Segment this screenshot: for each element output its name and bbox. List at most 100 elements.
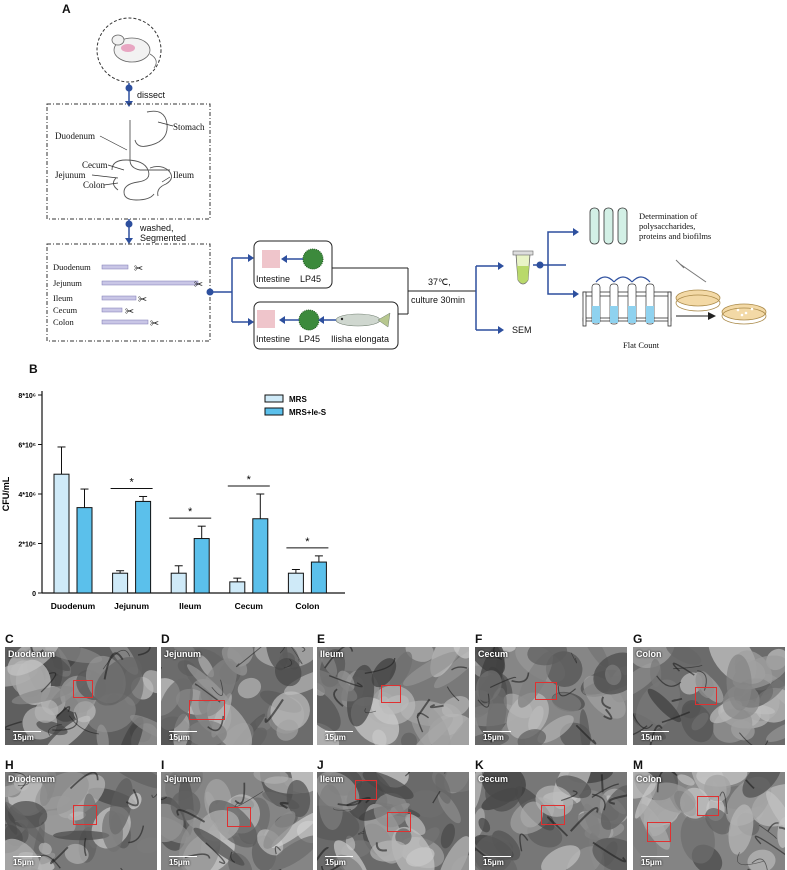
culture-label: culture 30min xyxy=(411,295,466,305)
roi-box xyxy=(535,682,557,700)
panel-letter: G xyxy=(633,632,643,646)
intestine-square-2 xyxy=(257,310,275,328)
sem-image: Cecum 15μm xyxy=(475,772,627,870)
sem-region-label: Cecum xyxy=(478,649,509,659)
intestine-box xyxy=(46,103,211,220)
panel-letter: E xyxy=(317,632,326,646)
organ-stomach: Stomach xyxy=(173,122,205,132)
segments-box xyxy=(46,243,211,342)
culture-box-1 xyxy=(253,240,333,289)
organ-jejunum: Jejunum xyxy=(55,170,86,180)
colony-plate-icon xyxy=(721,303,767,321)
y-tick-label: 0 xyxy=(32,591,36,598)
segment-jejunum: Jejunum xyxy=(53,278,82,288)
dissect-label: dissect xyxy=(137,90,166,100)
bar-mrs-le-s xyxy=(135,500,152,594)
bar-mrs xyxy=(112,572,129,594)
segmented-label: Segmented xyxy=(140,233,187,243)
svg-text:✂: ✂ xyxy=(138,293,147,306)
panel-letter: J xyxy=(317,758,324,772)
scale-label: 15μm xyxy=(325,733,346,742)
panel-a-diagram: ✂ ✂ ✂ ✂ ✂ xyxy=(46,17,767,350)
scale-label: 15μm xyxy=(13,858,34,867)
roi-box xyxy=(355,780,377,800)
scale-bar xyxy=(483,731,511,732)
flat-count-label: Flat Count xyxy=(623,340,660,350)
bar-mrs-le-s xyxy=(193,538,210,594)
sem-region-label: Ileum xyxy=(320,649,344,659)
roi-box xyxy=(227,807,251,827)
x-tick-label: Jejunum xyxy=(114,601,149,611)
sem-image: Duodenum 15μm xyxy=(5,772,157,870)
culture-box-2 xyxy=(253,301,399,350)
panel-letter: F xyxy=(475,632,483,646)
sem-image: Cecum 15μm xyxy=(475,647,627,745)
x-tick-label: Colon xyxy=(295,601,319,611)
temperature-label: 37℃, xyxy=(428,277,451,287)
svg-text:✂: ✂ xyxy=(194,278,203,291)
box2-lp45-label: LP45 xyxy=(299,334,321,344)
box1-lp45-label: LP45 xyxy=(300,274,322,284)
scale-label: 15μm xyxy=(483,858,504,867)
organ-ileum: Ileum xyxy=(173,170,194,180)
significance-star: * xyxy=(188,506,193,518)
organ-cecum: Cecum xyxy=(82,160,108,170)
panel-letter: I xyxy=(161,758,165,772)
panel-letter: K xyxy=(475,758,484,772)
roi-box xyxy=(541,805,565,825)
significance-star: * xyxy=(247,474,252,486)
sem-region-label: Cecum xyxy=(478,774,509,784)
organ-duodenum: Duodenum xyxy=(55,131,95,141)
scale-bar xyxy=(325,856,353,857)
box2-fish-label: Ilisha elongata xyxy=(331,334,390,344)
segment-colon: Colon xyxy=(53,317,74,327)
y-tick-label: 6*10⁶ xyxy=(18,443,36,450)
roi-box xyxy=(697,796,719,816)
scale-bar xyxy=(13,731,41,732)
x-tick-label: Ileum xyxy=(179,601,202,611)
bar-mrs-le-s xyxy=(252,518,269,594)
roi-box xyxy=(695,687,717,705)
mouse-icon xyxy=(111,34,157,69)
legend-swatch xyxy=(264,394,284,403)
roi-box xyxy=(189,700,225,720)
x-tick-label: Duodenum xyxy=(51,601,96,611)
scale-bar xyxy=(483,856,511,857)
bar-mrs-le-s xyxy=(310,561,327,594)
roi-box xyxy=(73,805,97,825)
scale-label: 15μm xyxy=(325,858,346,867)
legend-label: MRS xyxy=(289,395,307,404)
scale-bar xyxy=(325,731,353,732)
mouse-circle xyxy=(96,17,162,83)
sem-region-label: Duodenum xyxy=(8,774,55,784)
y-axis-label: CFU/mL xyxy=(1,476,11,511)
organ-colon: Colon xyxy=(83,180,106,190)
tube-rack-icon xyxy=(582,276,672,327)
scale-label: 15μm xyxy=(169,858,190,867)
roi-box xyxy=(647,822,671,842)
svg-text:✂: ✂ xyxy=(125,305,134,318)
svg-text:✂: ✂ xyxy=(134,262,143,275)
scale-label: 15μm xyxy=(483,733,504,742)
segment-cecum: Cecum xyxy=(53,305,78,315)
panel-b-letter: B xyxy=(29,362,38,376)
determination-label: Determination of polysaccharides, protei… xyxy=(639,211,712,241)
x-tick-label: Cecum xyxy=(235,601,264,611)
bar-mrs xyxy=(53,473,70,594)
legend-label: MRS+le-S xyxy=(289,408,327,417)
lp45-colony-1 xyxy=(303,249,323,269)
scale-label: 15μm xyxy=(641,733,662,742)
washed-label: washed, xyxy=(140,223,174,233)
scale-label: 15μm xyxy=(169,733,190,742)
panel-a-letter: A xyxy=(62,2,71,16)
roi-box xyxy=(73,680,93,698)
tube-icon xyxy=(512,250,534,285)
significance-star: * xyxy=(129,476,134,488)
scale-bar xyxy=(13,856,41,857)
sem-label: SEM xyxy=(512,325,532,335)
